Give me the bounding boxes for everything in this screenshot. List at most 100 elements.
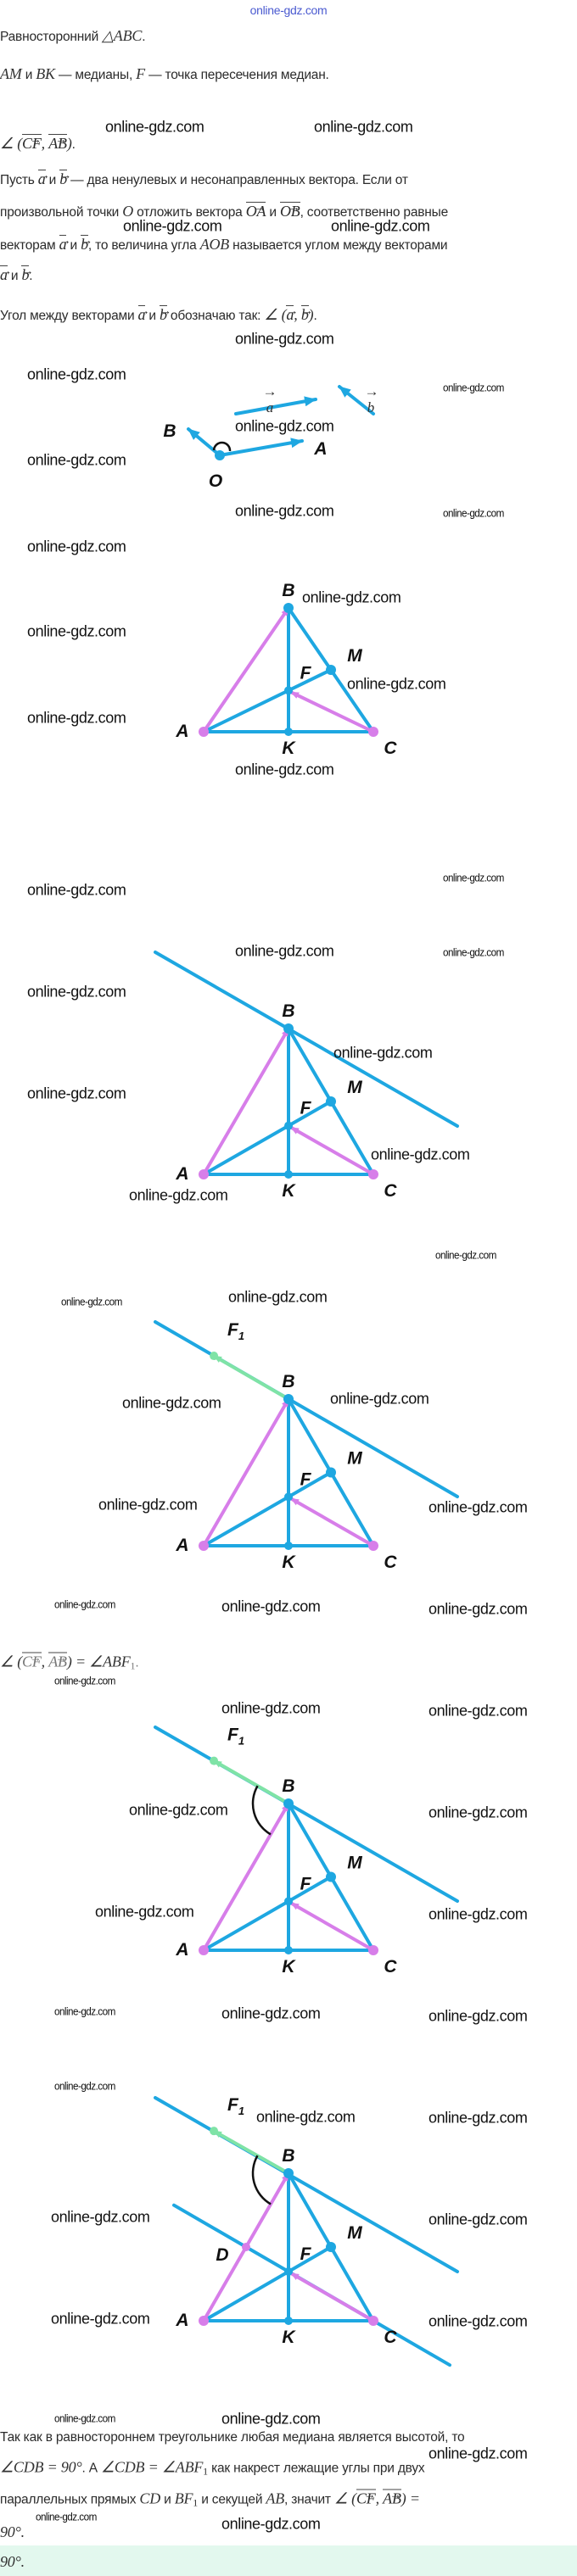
label-B-text: B xyxy=(282,1776,294,1796)
line-through-B xyxy=(154,1726,459,1903)
vector-a: a xyxy=(59,233,67,252)
point-B xyxy=(283,1798,294,1809)
label-B-text: B xyxy=(282,1372,294,1391)
label-B: B xyxy=(282,581,294,600)
watermark-text: online-gdz.com xyxy=(221,1699,321,1717)
vector-a-arrow xyxy=(234,396,317,415)
point-O xyxy=(215,450,225,460)
label-A: A xyxy=(175,1536,188,1555)
label-M-text: M xyxy=(347,1854,362,1873)
watermark-text: online-gdz.com xyxy=(429,2445,528,2462)
vector-b-arrow xyxy=(338,385,375,415)
label-M: M xyxy=(347,1078,362,1097)
watermark-text: online-gdz.com xyxy=(36,2510,97,2523)
point-K xyxy=(284,1542,293,1550)
vector-b: b xyxy=(160,304,167,322)
watermark-text: online-gdz.com xyxy=(443,381,504,394)
math-expression: 90°. xyxy=(0,2553,25,2570)
paragraph-line: произвольной точки O отложить вектора OA… xyxy=(0,200,448,220)
text-run: называется углом между векторами xyxy=(229,238,448,253)
math-expression: ) xyxy=(66,135,72,152)
vector-b-arrow-icon: → xyxy=(365,383,379,399)
watermark-text: online-gdz.com xyxy=(228,1288,328,1306)
text-run: как накрест лежащие углы при двух xyxy=(207,2461,425,2476)
angle-arc xyxy=(212,441,232,452)
math-expression: O xyxy=(122,203,134,220)
math-expression: CD xyxy=(139,2490,161,2507)
label-K: K xyxy=(282,2328,296,2347)
paragraph-line: ∠ (CF, AB) = ∠ABF1. xyxy=(0,1651,139,1674)
point-K xyxy=(284,2317,293,2325)
label-F-text: F xyxy=(300,1874,312,1893)
vector-OB: OB xyxy=(279,200,300,219)
point-C xyxy=(368,1945,378,1955)
point-B xyxy=(283,1394,294,1404)
math-expression: AB xyxy=(266,2490,285,2507)
label-A-text: A xyxy=(175,1164,188,1184)
point-B xyxy=(283,1023,294,1034)
point-F xyxy=(284,686,293,695)
math-expression: ∠ ( xyxy=(0,135,23,152)
watermark-text: online-gdz.com xyxy=(54,2079,115,2093)
vector-AB: AB xyxy=(48,1651,67,1670)
watermark-text: online-gdz.com xyxy=(443,871,504,884)
point-M xyxy=(326,1467,336,1478)
watermark-text: online-gdz.com xyxy=(429,1498,528,1516)
label-O: O xyxy=(209,471,222,491)
vector-CF xyxy=(289,1901,375,1952)
point-A xyxy=(199,1541,209,1551)
vector-OA: OA xyxy=(245,200,266,219)
label-B: B xyxy=(282,1372,294,1391)
label-F: F xyxy=(300,663,312,683)
label-B: B xyxy=(163,421,176,441)
watermark-text: online-gdz.com xyxy=(27,983,126,1001)
angle-ABF1-arc xyxy=(251,2155,272,2205)
label-B-text: B xyxy=(282,2146,294,2166)
label-F1-text: F xyxy=(227,1320,239,1340)
label-C-text: C xyxy=(384,1957,397,1977)
watermark-text: online-gdz.com xyxy=(54,2004,115,2018)
vector-CF: CF xyxy=(22,1651,42,1670)
label-C: C xyxy=(384,1957,397,1977)
point-K xyxy=(284,1946,293,1954)
label-F1: F1 xyxy=(227,2095,244,2117)
label-A-text: A xyxy=(175,1536,188,1555)
label-K: K xyxy=(282,1553,296,1572)
vector-AB xyxy=(202,1027,290,1176)
watermark-text: online-gdz.com xyxy=(435,1248,496,1262)
point-F1 xyxy=(210,1756,219,1765)
text-run: отложить вектора xyxy=(133,205,246,220)
label-D-text: D xyxy=(216,2245,228,2265)
label-B-text: B xyxy=(282,1001,294,1021)
angle-ABF1-arc xyxy=(251,1785,272,1836)
point-K xyxy=(284,728,293,736)
watermark-text: online-gdz.com xyxy=(429,2312,528,2330)
watermark-text: online-gdz.com xyxy=(95,1903,194,1921)
math-expression: BF xyxy=(174,2490,193,2507)
median-AM xyxy=(202,1470,333,1547)
vector-AB: AB xyxy=(383,2488,401,2506)
math-expression: ∠CDB = ∠ABF xyxy=(100,2458,204,2476)
watermark-text: online-gdz.com xyxy=(27,538,126,555)
median-AM xyxy=(202,1100,333,1176)
vector-a-arrow-icon: → xyxy=(263,383,277,399)
label-K: K xyxy=(282,739,296,758)
point-M xyxy=(326,1096,336,1107)
label-F1-subscript: 1 xyxy=(238,2105,244,2117)
label-A-text: A xyxy=(175,1940,188,1960)
label-B: B xyxy=(282,2146,294,2166)
vector-BF1 xyxy=(212,2129,290,2175)
label-B-text: B xyxy=(282,581,294,600)
label-A: A xyxy=(175,1940,188,1960)
text-run: и xyxy=(266,205,280,220)
label-C-text: C xyxy=(384,739,397,758)
subscript: 1 xyxy=(203,2465,208,2478)
vector-CF xyxy=(289,2272,375,2322)
paragraph-line: 90°. xyxy=(0,2524,25,2541)
watermark-text: online-gdz.com xyxy=(302,588,401,606)
point-C xyxy=(368,1169,378,1179)
math-expression: BK xyxy=(36,65,55,82)
watermark-text: online-gdz.com xyxy=(221,2410,321,2428)
